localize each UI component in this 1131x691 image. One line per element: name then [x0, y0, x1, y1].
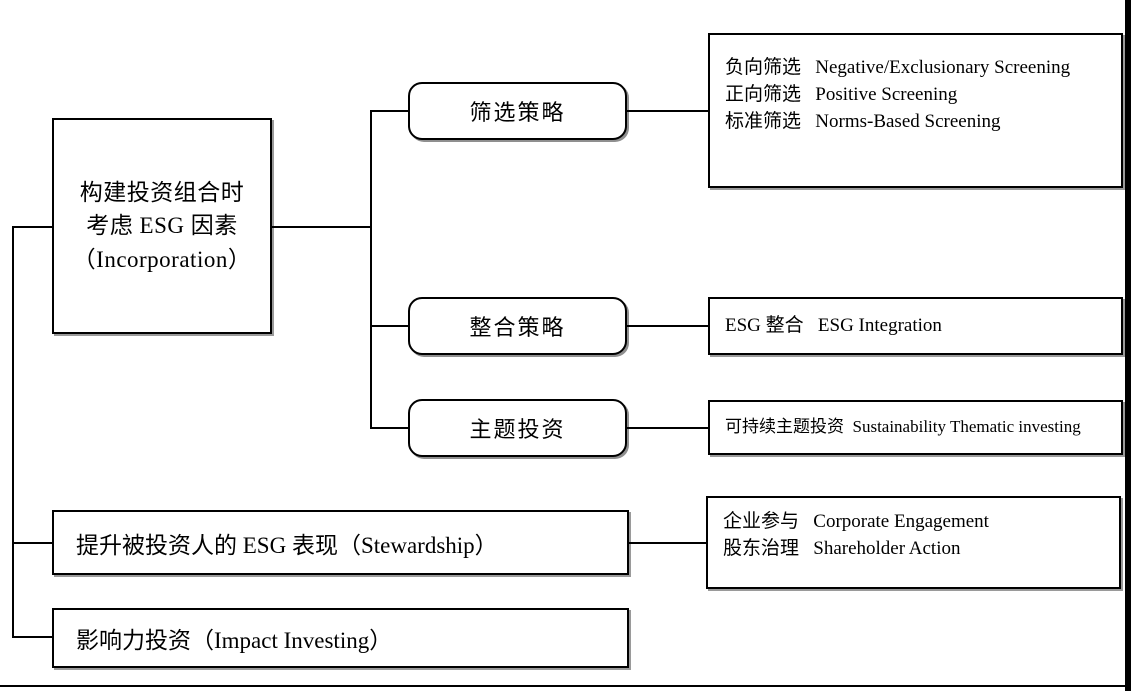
- detail-cn: ESG 整合: [725, 314, 804, 336]
- detail-cn: 负向筛选: [725, 57, 802, 79]
- detail-en: Positive Screening: [815, 84, 958, 106]
- connector-root-right-stub: [272, 226, 372, 228]
- connector-integration-to-detail: [627, 325, 709, 327]
- connector-trunk-to-stewardship: [12, 542, 54, 544]
- detail-cn: 标准筛选: [725, 110, 802, 132]
- detail-en: Corporate Engagement: [813, 510, 989, 532]
- strategy-box-integration-label: 整合策略: [469, 315, 566, 340]
- strategy-box-thematic-label: 主题投资: [469, 417, 566, 442]
- connector-thematic-to-detail: [627, 427, 709, 429]
- detail-box-stewardship[interactable]: 企业参与 Corporate Engagement 股东治理 Sharehold…: [706, 496, 1121, 589]
- root-label: 构建投资组合时 考虑 ESG 因素 （Incorporation）: [73, 176, 252, 276]
- detail-cn: 可持续主题投资: [725, 417, 844, 437]
- detail-row: 企业参与 Corporate Engagement: [708, 509, 1119, 536]
- root-label-line3: （Incorporation）: [72, 246, 252, 272]
- detail-row: 股东治理 Shareholder Action: [708, 536, 1119, 563]
- detail-box-integration[interactable]: ESG 整合 ESG Integration: [708, 297, 1123, 355]
- detail-cn: 股东治理: [723, 537, 800, 559]
- detail-en: Sustainability Thematic investing: [852, 417, 1081, 437]
- detail-box-screening[interactable]: 负向筛选 Negative/Exclusionary Screening 正向筛…: [708, 33, 1123, 188]
- connector-spine-to-screening: [370, 110, 410, 112]
- detail-box-thematic[interactable]: 可持续主题投资 Sustainability Thematic investin…: [708, 400, 1123, 455]
- detail-cn: 正向筛选: [725, 84, 802, 106]
- frame-right-rule: [1125, 0, 1131, 691]
- detail-row: ESG 整合 ESG Integration: [710, 313, 1121, 340]
- connector-spine-to-thematic: [370, 427, 410, 429]
- detail-row: 标准筛选 Norms-Based Screening: [710, 109, 1121, 136]
- root-label-line1: 构建投资组合时: [79, 179, 245, 205]
- impact-box[interactable]: 影响力投资（Impact Investing）: [52, 608, 629, 668]
- detail-cn: 企业参与: [723, 510, 800, 532]
- strategy-box-integration[interactable]: 整合策略: [408, 297, 627, 355]
- strategy-box-screening-label: 筛选策略: [469, 100, 566, 125]
- detail-en: Shareholder Action: [813, 537, 961, 559]
- connector-spine-to-integration: [370, 325, 410, 327]
- root-label-line2: 考虑 ESG 因素: [86, 213, 238, 239]
- connector-left-trunk: [12, 226, 14, 638]
- detail-en: Negative/Exclusionary Screening: [815, 57, 1071, 79]
- strategy-box-screening[interactable]: 筛选策略: [408, 82, 627, 140]
- impact-label: 影响力投资（Impact Investing）: [76, 628, 393, 653]
- frame-bottom-rule: [0, 685, 1131, 687]
- connector-branch-spine: [370, 110, 372, 428]
- connector-trunk-to-impact: [12, 636, 54, 638]
- strategy-box-thematic[interactable]: 主题投资: [408, 399, 627, 457]
- detail-row: 正向筛选 Positive Screening: [710, 82, 1121, 109]
- root-box[interactable]: 构建投资组合时 考虑 ESG 因素 （Incorporation）: [52, 118, 272, 334]
- stewardship-label: 提升被投资人的 ESG 表现（Stewardship）: [76, 532, 498, 558]
- connector-root-left-stub: [12, 226, 54, 228]
- detail-en: Norms-Based Screening: [815, 110, 1001, 132]
- detail-en: ESG Integration: [817, 314, 942, 336]
- stewardship-box[interactable]: 提升被投资人的 ESG 表现（Stewardship）: [52, 510, 629, 575]
- detail-row: 可持续主题投资 Sustainability Thematic investin…: [710, 415, 1121, 439]
- detail-row: 负向筛选 Negative/Exclusionary Screening: [710, 55, 1121, 82]
- connector-stewardship-to-detail: [629, 542, 709, 544]
- connector-screening-to-detail: [627, 110, 709, 112]
